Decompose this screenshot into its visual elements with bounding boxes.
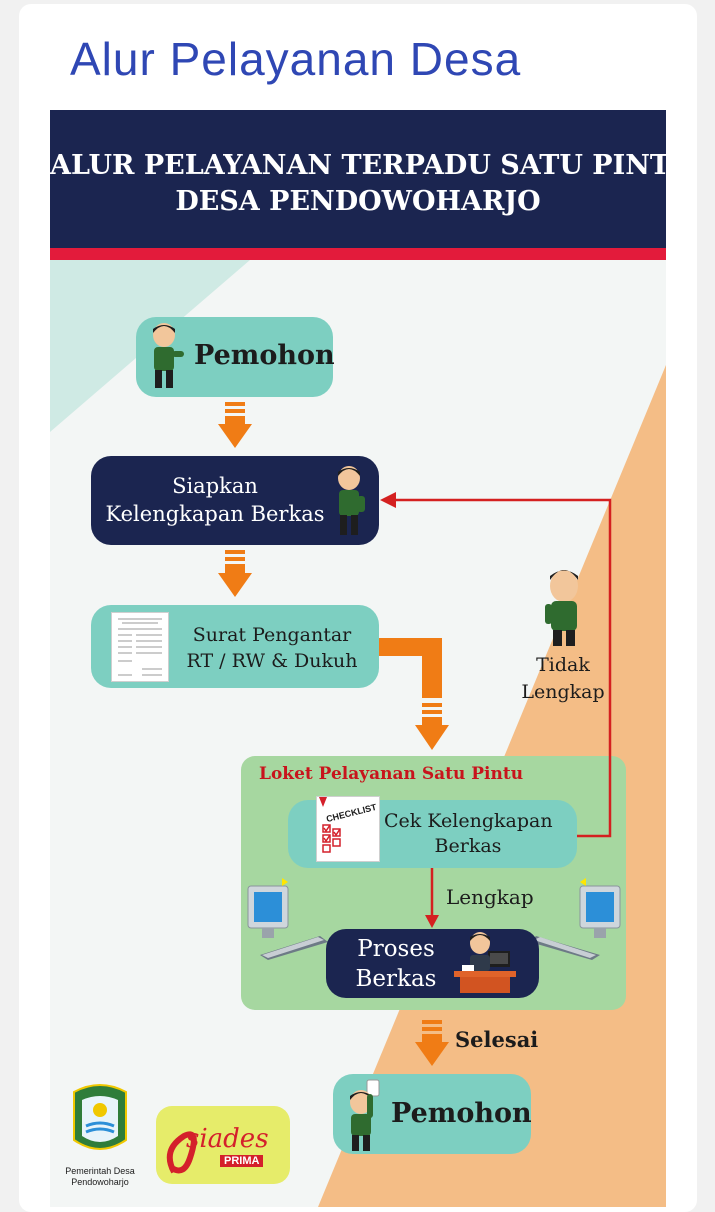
step-siapkan-berkas: Siapkan Kelengkapan Berkas	[91, 456, 379, 545]
cek-line-1: Cek Kelengkapan	[384, 810, 553, 832]
clerk-at-desk-icon	[454, 932, 516, 993]
page-title: Alur Pelayanan Desa	[70, 33, 522, 85]
service-flow-poster: ALUR PELAYANAN TERPADU SATU PINTU DESA P…	[50, 110, 666, 1207]
siapkan-line-1: Siapkan	[172, 474, 258, 498]
step-surat-pengantar: Surat Pengantar RT / RW & Dukuh	[91, 605, 379, 688]
person-standing-icon	[338, 466, 365, 535]
step-pemohon-start: Pemohon	[136, 317, 335, 397]
checklist-icon: CHECKLIST	[316, 796, 380, 862]
arrow-pemohon-to-siapkan	[218, 402, 252, 448]
surat-text: Surat Pengantar RT / RW & Dukuh	[175, 622, 369, 674]
person-holding-paper-icon	[350, 1079, 380, 1151]
siapkan-text: Siapkan Kelengkapan Berkas	[105, 472, 325, 528]
lengkap-label: Lengkap	[446, 885, 534, 909]
cek-text: Cek Kelengkapan Berkas	[384, 809, 553, 859]
computer-left-icon	[247, 878, 328, 960]
return-arrow-tidak-lengkap	[392, 498, 612, 838]
banner-red-stripe	[50, 248, 666, 260]
surat-line-2: RT / RW & Dukuh	[186, 650, 358, 672]
tidak-lengkap-label: Tidak Lengkap	[512, 652, 614, 706]
cek-line-2: Berkas	[434, 835, 502, 857]
person-pointing-icon	[153, 323, 184, 388]
tidak-lengkap-line-1: Tidak	[536, 654, 590, 676]
letter-document-icon	[111, 612, 169, 682]
banner-line-2: DESA PENDOWOHARJO	[175, 186, 541, 217]
gov-logo-caption: Pemerintah Desa Pendowoharjo	[52, 1166, 148, 1188]
gov-caption-line-1: Pemerintah Desa	[65, 1166, 135, 1176]
gov-caption-line-2: Pendowoharjo	[71, 1177, 129, 1187]
proses-line-1: Proses	[357, 936, 435, 962]
pemohon-start-label: Pemohon	[194, 340, 335, 371]
siades-prima-badge: PRIMA	[220, 1155, 264, 1167]
proses-line-2: Berkas	[355, 966, 437, 992]
surat-line-1: Surat Pengantar	[192, 624, 352, 646]
pendowoharjo-emblem-logo	[73, 1084, 127, 1150]
tidak-lengkap-line-2: Lengkap	[521, 681, 605, 703]
computer-right-icon	[530, 878, 621, 960]
banner-title: ALUR PELAYANAN TERPADU SATU PINTU DESA P…	[50, 148, 666, 220]
arrow-loket-to-pemohon	[415, 1020, 449, 1066]
pemohon-end-label: Pemohon	[391, 1098, 532, 1129]
step-proses-berkas: Proses Berkas	[326, 929, 539, 998]
worried-person-icon	[545, 570, 578, 646]
selesai-label: Selesai	[455, 1027, 539, 1052]
banner-line-1: ALUR PELAYANAN TERPADU SATU PINTU	[50, 150, 666, 181]
step-pemohon-end: Pemohon	[333, 1074, 532, 1154]
arrow-surat-to-loket	[378, 638, 449, 750]
arrow-lengkap-head	[425, 915, 439, 928]
step-cek-kelengkapan: CHECKLIST Cek Kelengkapan Berkas	[288, 796, 577, 868]
proses-text: Proses Berkas	[340, 934, 452, 994]
return-arrowhead	[380, 492, 396, 508]
siades-wordmark: siades	[186, 1124, 269, 1154]
banner-background	[50, 110, 666, 248]
arrow-siapkan-to-surat	[218, 550, 252, 597]
loket-title: Loket Pelayanan Satu Pintu	[259, 764, 524, 784]
siapkan-line-2: Kelengkapan Berkas	[105, 502, 325, 526]
